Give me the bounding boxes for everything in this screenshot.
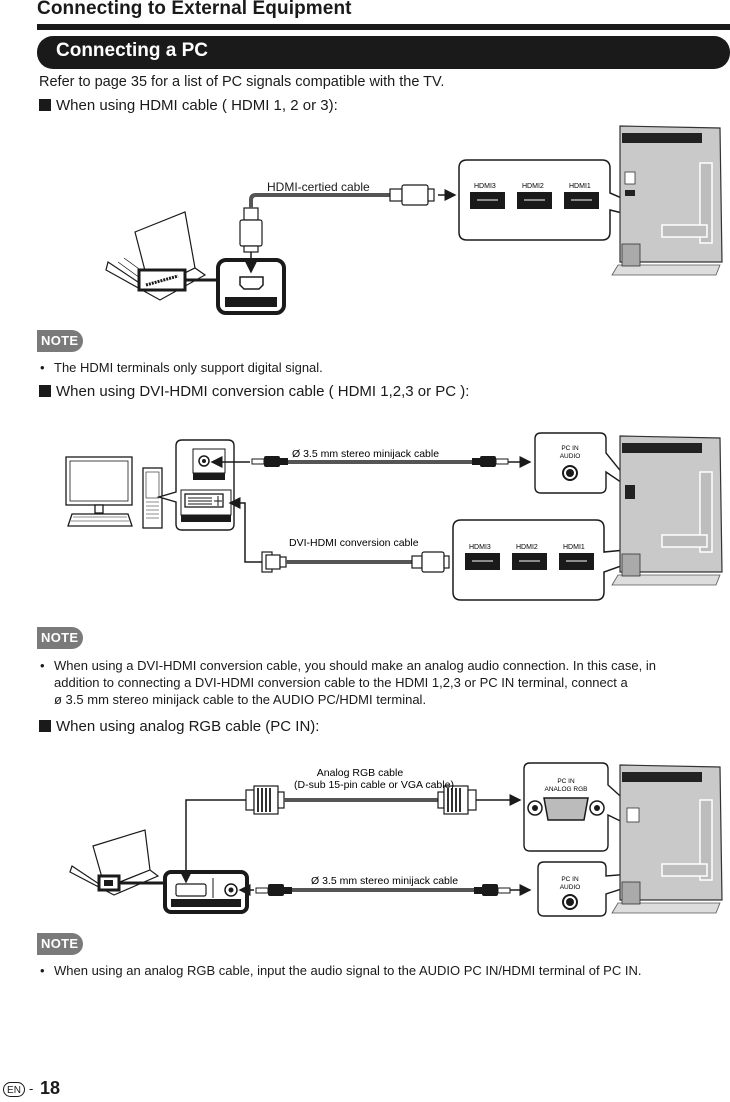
pc-in-audio-callout: [534, 432, 641, 496]
square-bullet-icon: [39, 385, 51, 397]
note-text: The HDMI terminals only support digital …: [54, 360, 323, 375]
minijack-plug-icon: [472, 456, 509, 467]
vga-port-icon: [527, 797, 605, 821]
note-text: When using an analog RGB cable, input th…: [54, 963, 642, 978]
square-bullet-icon: [39, 99, 51, 111]
vga-plug-icon: [437, 785, 477, 815]
note-item: • When using a DVI-HDMI conversion cable…: [40, 657, 656, 708]
hdmi-plug-icon: [411, 551, 450, 573]
section-heading-hdmi: When using HDMI cable ( HDMI 1, 2 or 3):: [39, 97, 338, 114]
chapter-title: Connecting to External Equipment: [37, 0, 352, 19]
audio-cable-label: Ø 3.5 mm stereo minijack cable: [292, 448, 439, 460]
minijack-plug-icon: [474, 884, 511, 896]
desktop-computer-icon: [65, 456, 163, 529]
footer-separator: -: [29, 1081, 34, 1096]
port-label: HDMI2: [522, 183, 544, 190]
section-heading-dvi: When using DVI-HDMI conversion cable ( H…: [39, 383, 469, 400]
section-title: Connecting a PC: [56, 40, 209, 61]
note-item: • The HDMI terminals only support digital…: [40, 359, 323, 376]
vga-port-icon: [175, 883, 207, 897]
hdmi-plug-icon: [239, 207, 263, 253]
bullet-icon: •: [40, 658, 45, 673]
note-item: • When using an analog RGB cable, input t…: [40, 962, 642, 979]
heading-text: When using HDMI cable ( HDMI 1, 2 or 3):: [56, 97, 338, 114]
tv-rear-icon: [611, 764, 723, 914]
port-label: PC IN: [561, 445, 579, 452]
bullet-icon: •: [40, 360, 45, 375]
heading-text: When using DVI-HDMI conversion cable ( H…: [56, 383, 470, 400]
rgb-cable-label: Analog RGB cable: [317, 767, 404, 779]
note-badge: NOTE: [37, 933, 83, 955]
hdmi-plug-icon: [389, 184, 435, 206]
square-bullet-icon: [39, 720, 51, 732]
hdmi-port-icon: [239, 276, 264, 290]
dvi-cable-label: DVI-HDMI conversion cable: [289, 537, 419, 549]
tv-hdmi-ports: HDMI3 HDMI2 HDMI1: [465, 544, 594, 570]
note-text-line: When using a DVI-HDMI conversion cable, …: [54, 658, 656, 673]
audio-cable-label: Ø 3.5 mm stereo minijack cable: [311, 875, 458, 887]
port-label: HDMI2: [516, 544, 538, 551]
vga-plug-icon: [245, 785, 285, 815]
note-text-line: addition to connecting a DVI-HDMI conver…: [54, 675, 628, 690]
port-label: ANALOG RGB: [545, 786, 588, 793]
heading-text: When using analog RGB cable (PC IN):: [56, 718, 320, 735]
rgb-cable-label-sub: (D-sub 15-pin cable or VGA cable): [294, 779, 454, 791]
page-number: 18: [40, 1078, 61, 1098]
port-label: AUDIO: [560, 884, 581, 891]
hdmi-diagram: HDMI-certied cable HDMI3 HDMI2 HDMI1: [105, 125, 723, 315]
port-label: PC IN: [561, 876, 579, 883]
hdmi-cable-label: HDMI-certied cable: [267, 180, 370, 194]
title-rule: [37, 24, 730, 30]
section-header-bar: Connecting a PC: [37, 36, 730, 69]
port-label: HDMI3: [469, 544, 491, 551]
port-label: HDMI1: [569, 183, 591, 190]
language-badge: EN: [3, 1082, 25, 1097]
intro-text: Refer to page 35 for a list of PC signal…: [39, 74, 445, 90]
minijack-plug-icon: [255, 884, 292, 896]
port-label: HDMI3: [474, 183, 496, 190]
port-label: PC IN: [557, 778, 575, 785]
note-text-line: ø 3.5 mm stereo minijack cable to the AU…: [54, 692, 427, 707]
bullet-icon: •: [40, 963, 45, 978]
note-badge: NOTE: [37, 330, 83, 352]
laptop-port-icon: [145, 274, 179, 287]
port-label: HDMI1: [563, 544, 585, 551]
tv-hdmi-ports: HDMI3 HDMI2 HDMI1: [470, 183, 599, 209]
analog-rgb-diagram: Analog RGB cable (D-sub 15-pin cable or …: [69, 762, 723, 917]
dvi-plug-icon: [261, 551, 287, 573]
note-badge: NOTE: [37, 627, 83, 649]
port-label: AUDIO: [560, 453, 581, 460]
dvi-hdmi-diagram: Ø 3.5 mm stereo minijack cable PC IN AUD…: [65, 432, 723, 601]
minijack-plug-icon: [251, 456, 288, 467]
tv-rear-icon: [611, 435, 723, 586]
tv-rear-icon: [611, 125, 723, 276]
section-heading-rgb: When using analog RGB cable (PC IN):: [39, 718, 319, 735]
